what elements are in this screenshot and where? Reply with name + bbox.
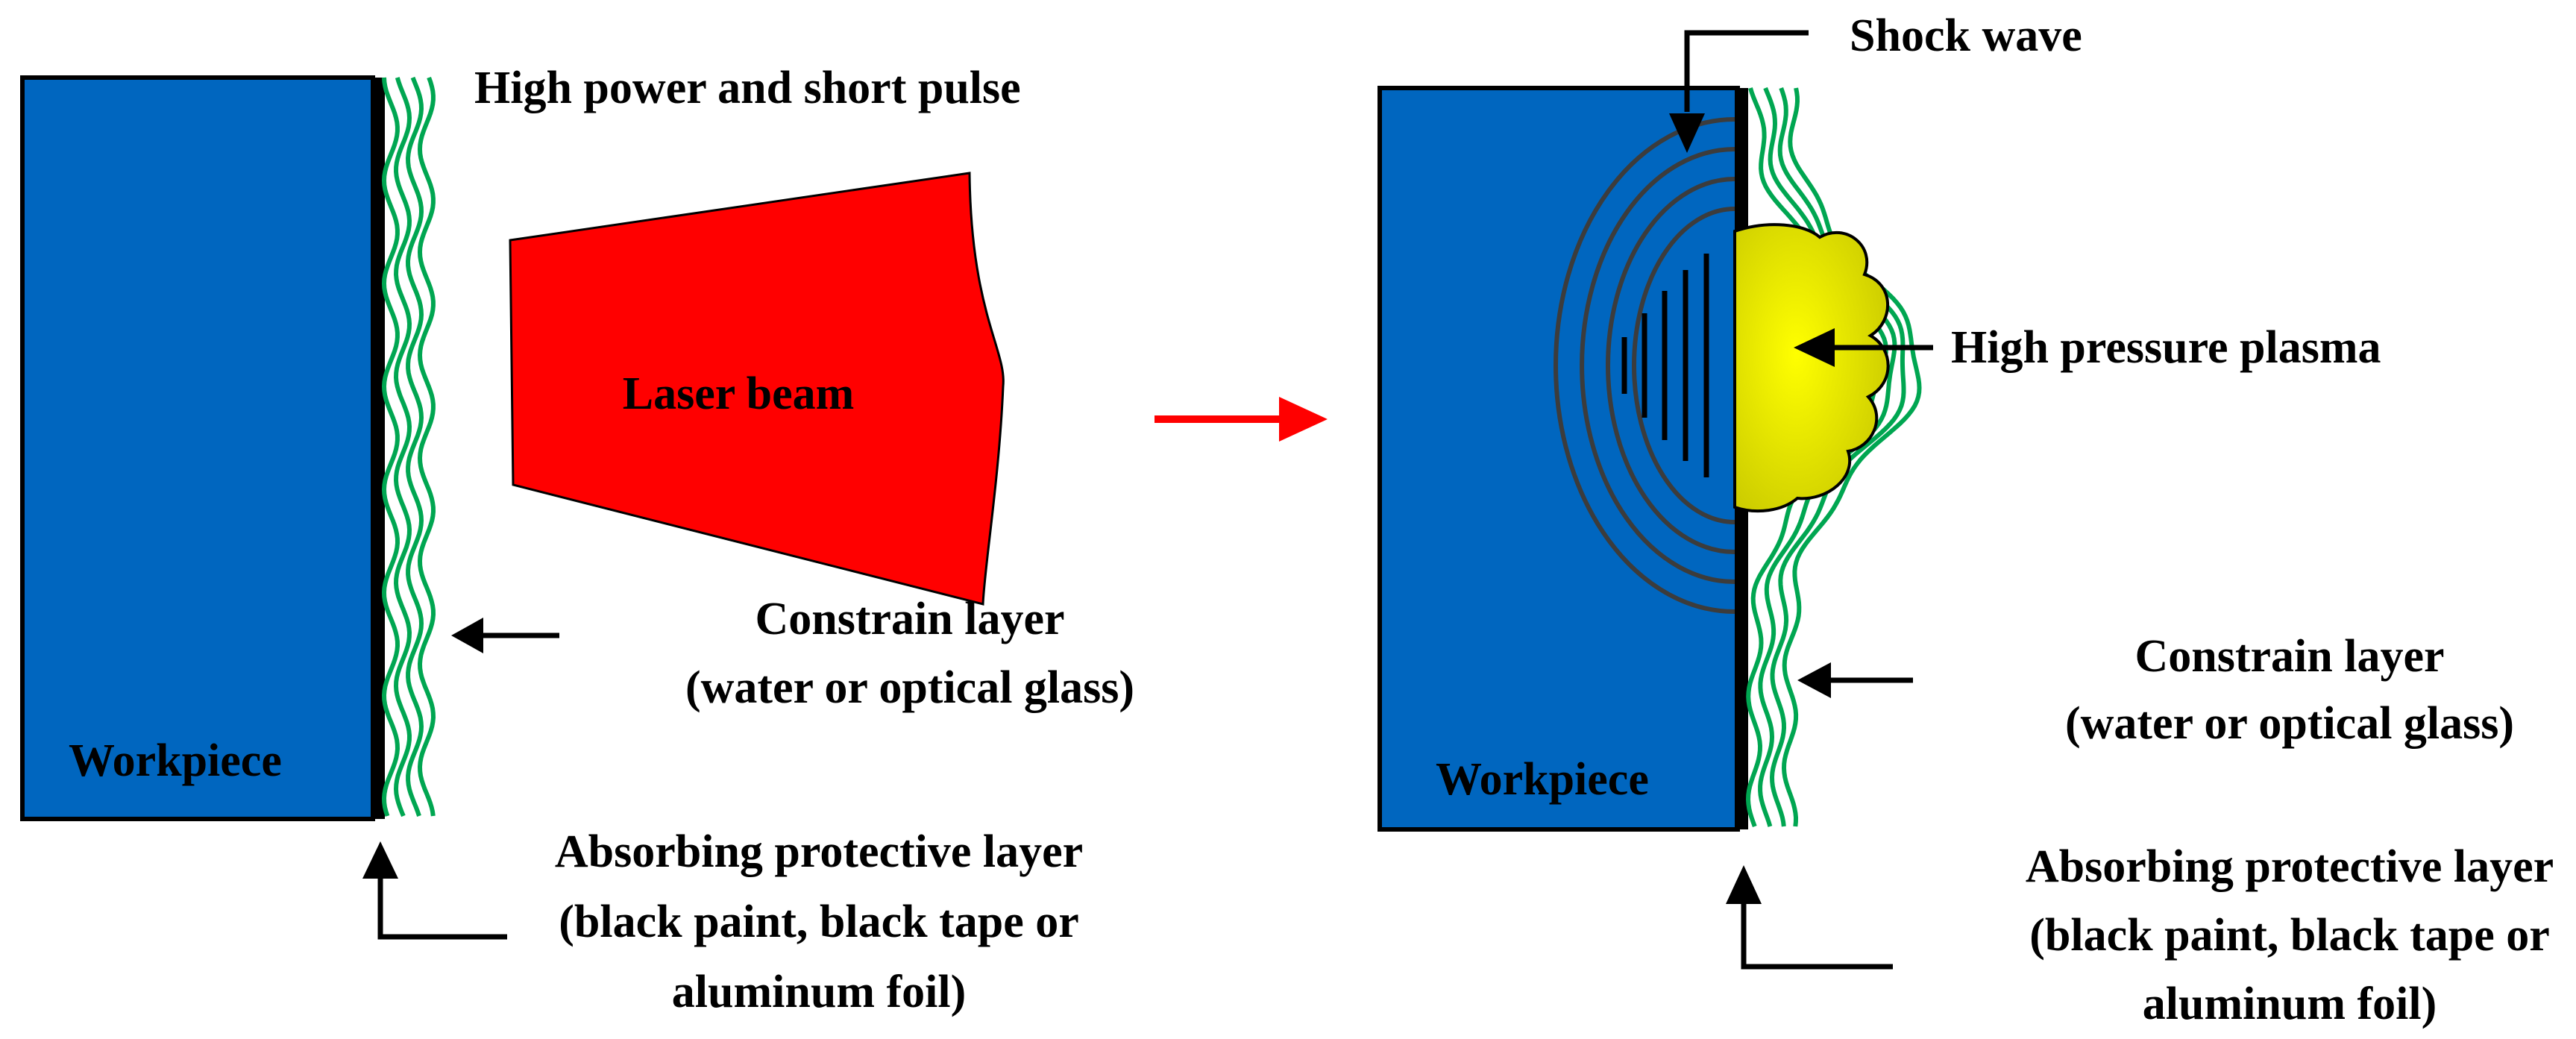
absorbing-pointer-arrow [362,841,507,940]
constrain-label: Constrain layer [755,594,1064,644]
shock-wave-arcs [1554,117,1735,614]
shock-wave-dashes [1621,254,1709,477]
pulse-label: High power and short pulse [474,63,1021,113]
shock-wave-arc [1554,117,1735,614]
shock-pointer-arrow [1669,30,1809,153]
constrain-label-detail: (water or optical glass) [2065,698,2514,749]
constrain-pointer-arrow [451,618,559,653]
constrain-label: Constrain layer [2134,631,2444,682]
workpiece-block [1377,86,1740,832]
constrain-pointer-arrow [1797,662,1913,698]
workpiece-label: Workpiece [69,735,282,786]
left-panel: Laser beam High power and short pulse Wo… [20,63,1134,1017]
absorbing-label: Absorbing protective layer [2026,841,2554,892]
workpiece-block [20,75,375,821]
plasma-label: High pressure plasma [1951,322,2381,373]
constrain-label-detail: (water or optical glass) [685,662,1134,713]
shock-wave-arc [1606,177,1735,554]
absorbing-pointer-arrow [1726,865,1893,970]
laser-beam [509,172,1005,606]
constrain-wave-line [393,77,412,817]
shock-wave-label: Shock wave [1850,10,2082,61]
absorbing-label-detail-1: (black paint, black tape or [559,897,1079,947]
absorbing-label-detail-2: aluminum foil) [672,967,966,1017]
workpiece-label: Workpiece [1436,754,1649,805]
constrain-wave-line [1769,87,1906,827]
shock-wave-arc [1632,207,1735,524]
constrain-wave-line [405,76,424,817]
constrain-layer [381,76,436,817]
shock-wave-arc [1580,147,1735,584]
absorbing-label-detail-1: (black paint, black tape or [2029,910,2550,961]
absorbing-layer [371,78,385,819]
absorbing-label-detail-2: aluminum foil) [2143,979,2437,1029]
constrain-wave-line [381,77,400,817]
constrain-wave-line [417,76,436,817]
transition-arrow [1155,397,1328,442]
laser-beam-label: Laser beam [623,368,855,419]
right-panel: Shock wave High pressure plasma Workpiec… [1377,10,2554,1029]
plasma-pointer-arrow [1794,328,1933,367]
constrain-wave-line [1781,87,1922,827]
absorbing-label: Absorbing protective layer [555,826,1083,877]
high-pressure-plasma [1733,223,1890,513]
